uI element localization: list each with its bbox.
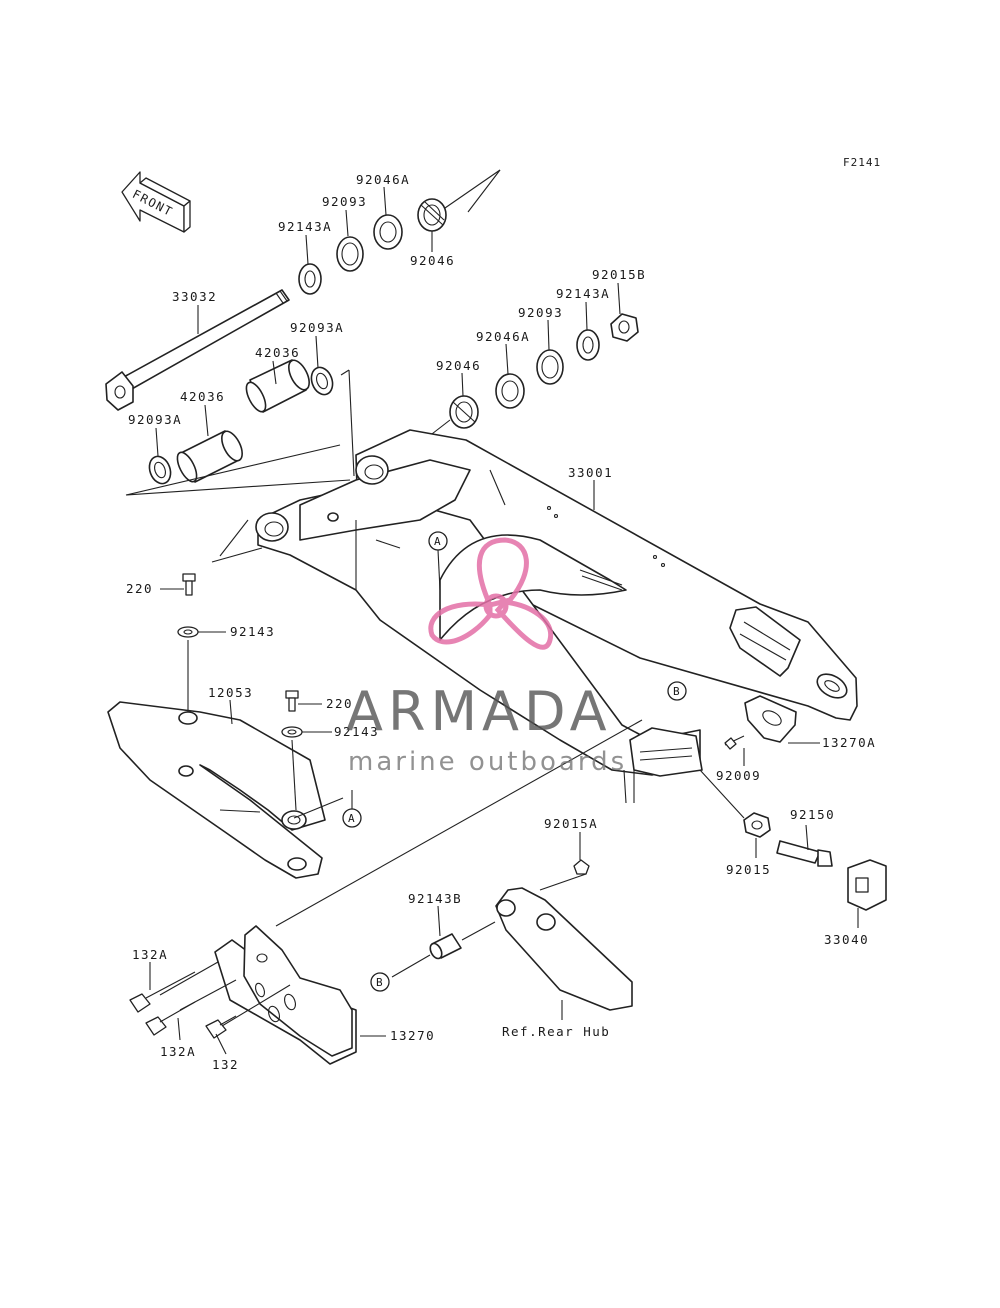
label-92046A-top: 92046A [356,172,410,187]
propeller-logo-icon [428,537,554,650]
seal-92046A-top [373,214,403,250]
label-132A-b: 132A [160,1044,196,1059]
watermark: ARMADA marine outboards [346,537,627,777]
label-42036-b: 42036 [180,389,225,404]
label-92093-right: 92093 [518,305,563,320]
callout-a-top: A [434,535,441,548]
label-92143A-top: 92143A [278,219,332,234]
fasteners-left [177,573,303,738]
label-132A-a: 132A [132,947,168,962]
label-92009: 92009 [716,768,761,783]
label-12053: 12053 [208,685,253,700]
label-ref-rear-hub: Ref.Rear Hub [502,1024,610,1039]
hardware-right [699,695,887,911]
watermark-tagline: marine outboards [348,747,627,777]
callout-a-bottom: A [348,812,355,825]
part-labels: 92046A 92093 92143A 92046 33032 92093A 4… [126,172,876,1072]
top-bearing-row [298,169,501,295]
label-92015A: 92015A [544,816,598,831]
label-42036-a: 42036 [255,345,300,360]
chain-guard-13270 [129,719,643,1065]
label-220-a: 220 [126,581,153,596]
label-92015B: 92015B [592,267,646,282]
label-132: 132 [212,1057,239,1072]
collar-92093-top [336,236,364,272]
front-arrow-icon: FRONT [121,171,191,233]
leader-lines [149,186,859,1055]
label-92046-right: 92046 [436,358,481,373]
label-33001: 33001 [568,465,613,480]
label-92093A-left: 92093A [128,412,182,427]
label-92143-b: 92143 [334,724,379,739]
callout-b-bottom: B [376,976,383,989]
chain-guide-rear [391,859,633,1011]
label-92093A-top: 92093A [290,320,344,335]
label-92150: 92150 [790,807,835,822]
sleeves [125,359,355,496]
watermark-brand: ARMADA [346,680,612,743]
label-92143-a: 92143 [230,624,275,639]
washer-92143A-top [298,263,322,295]
right-bearing-row [427,313,639,438]
callout-markers: A A B B [293,531,687,992]
label-13270: 13270 [390,1028,435,1043]
label-92143A-right: 92143A [556,286,610,301]
label-33032: 33032 [172,289,217,304]
label-92093-top: 92093 [322,194,367,209]
callout-b-top: B [673,685,680,698]
label-92046A-right: 92046A [476,329,530,344]
chain-slider-12053 [107,640,326,879]
pivot-shaft-33032 [105,289,290,411]
label-220-b: 220 [326,696,353,711]
label-92015: 92015 [726,862,771,877]
label-92046-top: 92046 [410,253,455,268]
label-92143B: 92143B [408,891,462,906]
label-13270A: 13270A [822,735,876,750]
label-33040: 33040 [824,932,869,947]
swingarm-33001 [211,429,858,804]
figure-code: F2141 [843,156,881,169]
